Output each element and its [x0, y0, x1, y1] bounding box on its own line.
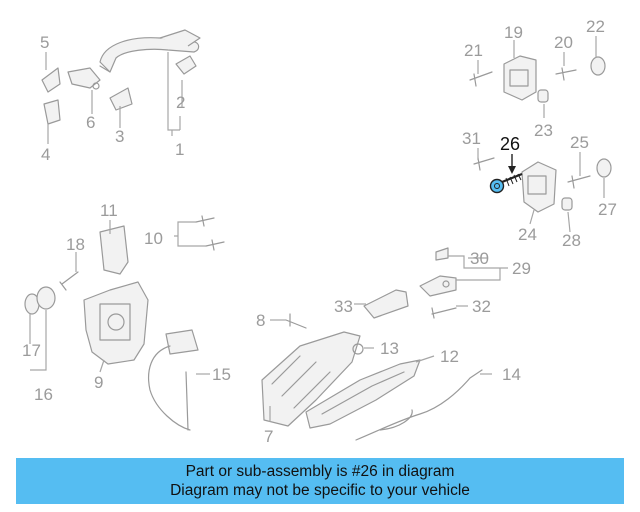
part-26-bolt[interactable]	[489, 172, 523, 194]
label-28: 28	[562, 231, 581, 250]
label-11: 11	[100, 201, 118, 220]
label-31: 31	[462, 129, 481, 148]
callout-labels: 1 2 3 4 5 6 7 8 9 10 11 12 13 14 15 16 1…	[22, 17, 617, 446]
label-7: 7	[264, 427, 273, 446]
label-23: 23	[534, 121, 553, 140]
label-6: 6	[86, 113, 95, 132]
label-10: 10	[144, 229, 163, 248]
banner-line-1: Part or sub-assembly is #26 in diagram	[185, 463, 455, 480]
label-13: 13	[380, 339, 399, 358]
label-33: 33	[334, 297, 353, 316]
label-17: 17	[22, 341, 41, 360]
label-4: 4	[41, 145, 50, 164]
label-32: 32	[472, 297, 491, 316]
label-3: 3	[115, 127, 124, 146]
parts-diagram: 1 2 3 4 5 6 7 8 9 10 11 12 13 14 15 16 1…	[22, 17, 617, 446]
label-19: 19	[504, 23, 523, 42]
label-29: 29	[512, 259, 531, 278]
label-25: 25	[570, 133, 589, 152]
label-9: 9	[94, 373, 103, 392]
label-18: 18	[66, 235, 85, 254]
label-15: 15	[212, 365, 231, 384]
inner-door-parts	[148, 247, 483, 441]
label-24: 24	[518, 225, 537, 244]
label-14: 14	[502, 365, 521, 384]
label-21: 21	[464, 41, 483, 60]
label-27: 27	[598, 200, 617, 219]
outside-handle-parts	[41, 29, 201, 125]
label-8: 8	[256, 311, 265, 330]
label-20: 20	[554, 33, 573, 52]
label-12: 12	[440, 347, 459, 366]
banner-line-2: Diagram may not be specific to your vehi…	[170, 482, 470, 499]
label-2: 2	[176, 93, 185, 112]
leader-lines	[29, 36, 605, 422]
hinge-parts	[469, 55, 612, 213]
latch-assembly	[24, 215, 225, 365]
label-5: 5	[40, 33, 49, 52]
info-banner: Part or sub-assembly is #26 in diagram D…	[16, 458, 624, 504]
label-22: 22	[586, 17, 605, 36]
label-1: 1	[175, 140, 184, 159]
label-16: 16	[34, 385, 53, 404]
label-26-highlighted[interactable]: 26	[500, 134, 520, 154]
label-30: 30	[470, 249, 489, 268]
